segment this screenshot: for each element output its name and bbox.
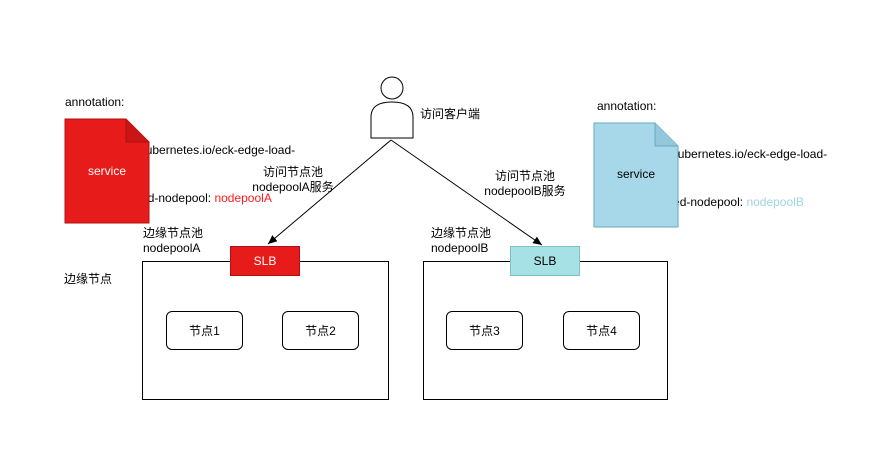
client-user-icon — [370, 76, 414, 139]
pool-b-line2: nodepoolB — [431, 241, 489, 255]
node-3: 节点3 — [446, 311, 523, 350]
access-a-line1: 访问节点池 — [262, 165, 323, 179]
access-a-line2: nodepoolA服务 — [252, 180, 334, 194]
annotation-b-line1: annotation: — [597, 99, 657, 113]
edge-nodes-label: 边缘节点 — [64, 272, 113, 286]
service-a-label: service — [87, 164, 126, 178]
node-1: 节点1 — [166, 311, 243, 350]
access-b-line2: nodepoolB服务 — [484, 184, 566, 198]
annotation-b-value: nodepoolB — [746, 195, 804, 209]
access-b-label: 访问节点池 nodepoolB服务 — [478, 169, 572, 199]
pool-a-label: 边缘节点池 nodepoolA — [143, 226, 203, 256]
pool-a-line1: 边缘节点池 — [143, 226, 204, 240]
annotation-a-value: nodepoolA — [214, 191, 272, 205]
pool-b-label: 边缘节点池 nodepoolB — [431, 226, 491, 256]
node-2: 节点2 — [282, 311, 359, 350]
client-to-slb-b-line — [390, 139, 543, 246]
annotation-a-line1: annotation: — [65, 95, 125, 109]
client-label: 访问客户端 — [420, 107, 481, 121]
pool-b-line1: 边缘节点池 — [431, 226, 492, 240]
access-a-label: 访问节点池 nodepoolA服务 — [246, 165, 340, 195]
pool-a-line2: nodepoolA — [143, 241, 201, 255]
slb-a: SLB — [230, 246, 300, 276]
client-to-slb-a-line — [267, 139, 392, 245]
service-b-label: service — [616, 167, 655, 181]
service-b-document-icon — [593, 122, 679, 228]
access-b-line1: 访问节点池 — [494, 169, 555, 183]
service-a-document-icon — [64, 118, 150, 224]
slb-b: SLB — [510, 246, 580, 276]
node-4: 节点4 — [563, 311, 640, 350]
